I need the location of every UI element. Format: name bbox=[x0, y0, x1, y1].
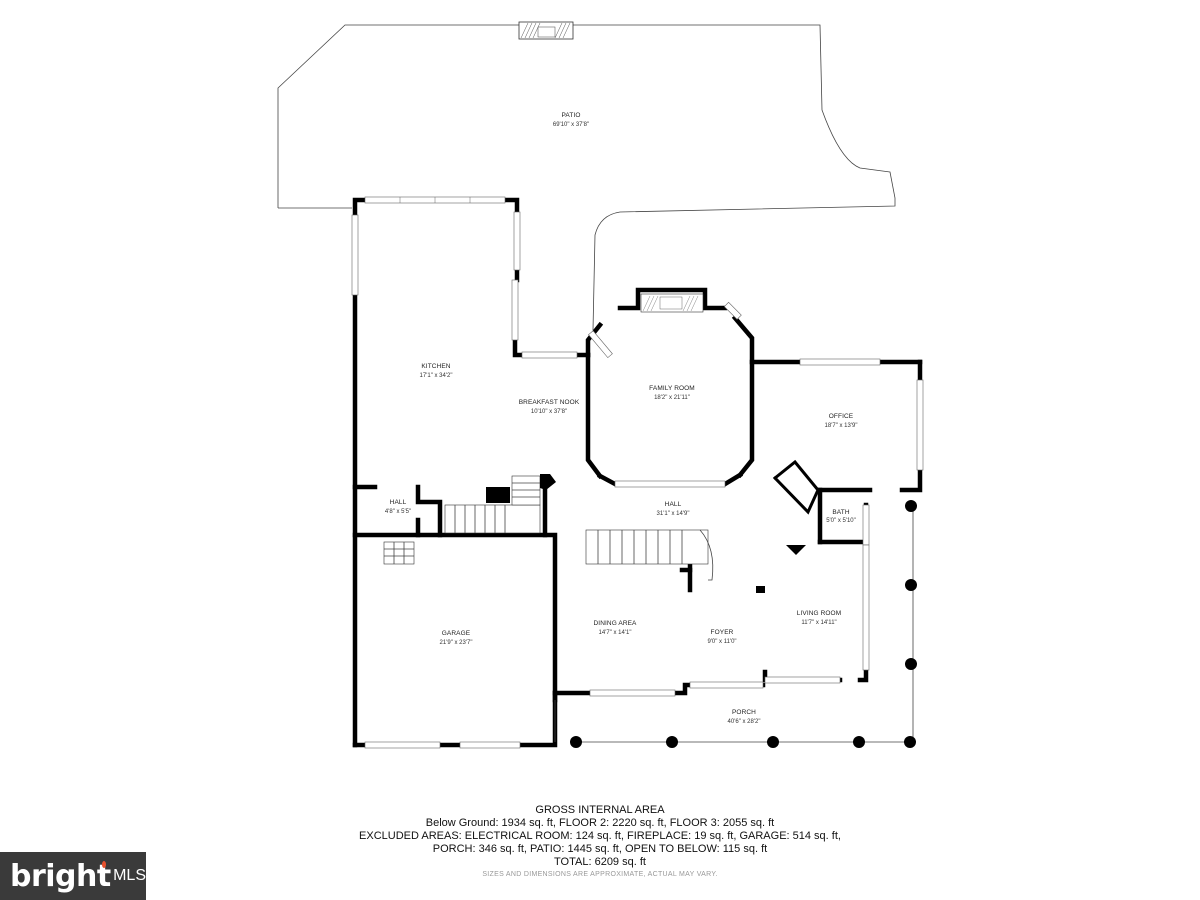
small-fixture bbox=[756, 586, 765, 593]
room-dim: 5'0" x 5'10" bbox=[826, 518, 856, 524]
room-label-foyer: FOYER 9'0" x 11'0" bbox=[707, 629, 736, 645]
room-label-garage: GARAGE 21'9" x 23'7" bbox=[440, 630, 473, 646]
room-dim: 18'2" x 21'11" bbox=[654, 395, 690, 401]
stair-newel bbox=[540, 474, 556, 490]
bright-mls-logo: bright MLS bbox=[0, 852, 146, 900]
room-name: OFFICE bbox=[829, 413, 854, 420]
fireplace-hatch bbox=[642, 295, 699, 312]
porch-columns bbox=[570, 500, 917, 748]
room-name: BATH bbox=[832, 509, 849, 516]
room-label-porch: PORCH 40'6" x 28'2" bbox=[728, 709, 761, 725]
summary-line-floors: Below Ground: 1934 sq. ft, FLOOR 2: 2220… bbox=[425, 817, 775, 829]
logo-brand: bright bbox=[10, 858, 111, 894]
room-name: FOYER bbox=[711, 629, 734, 636]
room-dim: 14'7" x 14'1" bbox=[599, 630, 632, 636]
room-label-patio: PATIO 69'10" x 37'8" bbox=[553, 112, 589, 128]
room-label-breakfast-nook: BREAKFAST NOOK 10'10" x 37'8" bbox=[519, 399, 580, 415]
room-name: HALL bbox=[390, 499, 407, 506]
summary-disclaimer: SIZES AND DIMENSIONS ARE APPROXIMATE, AC… bbox=[482, 871, 718, 878]
room-label-hall-small: HALL 4'8" x 5'5" bbox=[385, 499, 411, 515]
corner-block bbox=[786, 545, 806, 555]
logo-suffix: MLS bbox=[113, 867, 146, 884]
stairs-main bbox=[585, 529, 714, 581]
room-label-family-room: FAMILY ROOM 18'2" x 21'11" bbox=[649, 385, 695, 401]
windows bbox=[351, 196, 924, 749]
stairs-hall bbox=[383, 541, 415, 565]
room-label-living-room: LIVING ROOM 11'7" x 14'11" bbox=[797, 610, 841, 626]
stairs-rear bbox=[444, 474, 556, 534]
summary-title: GROSS INTERNAL AREA bbox=[535, 804, 665, 816]
room-dim: 21'9" x 23'7" bbox=[440, 640, 473, 646]
room-dim: 18'7" x 13'9" bbox=[825, 423, 858, 429]
room-name: GARAGE bbox=[442, 630, 471, 637]
room-name: FAMILY ROOM bbox=[649, 385, 695, 392]
room-dim: 17'1" x 34'2" bbox=[420, 373, 453, 379]
patio-outline bbox=[277, 24, 896, 331]
summary-line-excluded: EXCLUDED AREAS: ELECTRICAL ROOM: 124 sq.… bbox=[359, 830, 841, 842]
room-label-bath: BATH 5'0" x 5'10" bbox=[826, 509, 856, 524]
room-name: BREAKFAST NOOK bbox=[519, 399, 580, 406]
room-dim: 40'6" x 28'2" bbox=[728, 719, 761, 725]
room-dim: 4'8" x 5'5" bbox=[385, 509, 411, 515]
room-label-kitchen: KITCHEN 17'1" x 34'2" bbox=[420, 363, 453, 379]
room-name: PORCH bbox=[732, 709, 756, 716]
room-label-dining-area: DINING AREA 14'7" x 14'1" bbox=[594, 620, 638, 636]
room-label-hall-main: HALL 31'1" x 14'9" bbox=[657, 501, 690, 517]
room-dim: 9'0" x 11'0" bbox=[707, 639, 736, 645]
room-name: PATIO bbox=[561, 112, 580, 119]
outdoor-fireplace-hatch bbox=[520, 22, 571, 39]
room-dim: 10'10" x 37'8" bbox=[531, 409, 567, 415]
room-dim: 69'10" x 37'8" bbox=[553, 122, 589, 128]
room-dim: 31'1" x 14'9" bbox=[657, 511, 690, 517]
room-name: HALL bbox=[665, 501, 682, 508]
room-name: LIVING ROOM bbox=[797, 610, 841, 617]
chimney-block bbox=[486, 487, 510, 503]
room-dim: 11'7" x 14'11" bbox=[801, 620, 836, 626]
room-label-office: OFFICE 18'7" x 13'9" bbox=[825, 413, 858, 429]
logo-dot-icon bbox=[101, 860, 107, 868]
exterior-walls bbox=[352, 197, 923, 748]
summary-line-excluded-cont: PORCH: 346 sq. ft, PATIO: 1445 sq. ft, O… bbox=[432, 843, 768, 855]
area-summary: GROSS INTERNAL AREA Below Ground: 1934 s… bbox=[300, 804, 900, 878]
summary-total: TOTAL: 6209 sq. ft bbox=[554, 856, 646, 868]
room-name: DINING AREA bbox=[594, 620, 638, 627]
room-name: KITCHEN bbox=[421, 363, 450, 370]
